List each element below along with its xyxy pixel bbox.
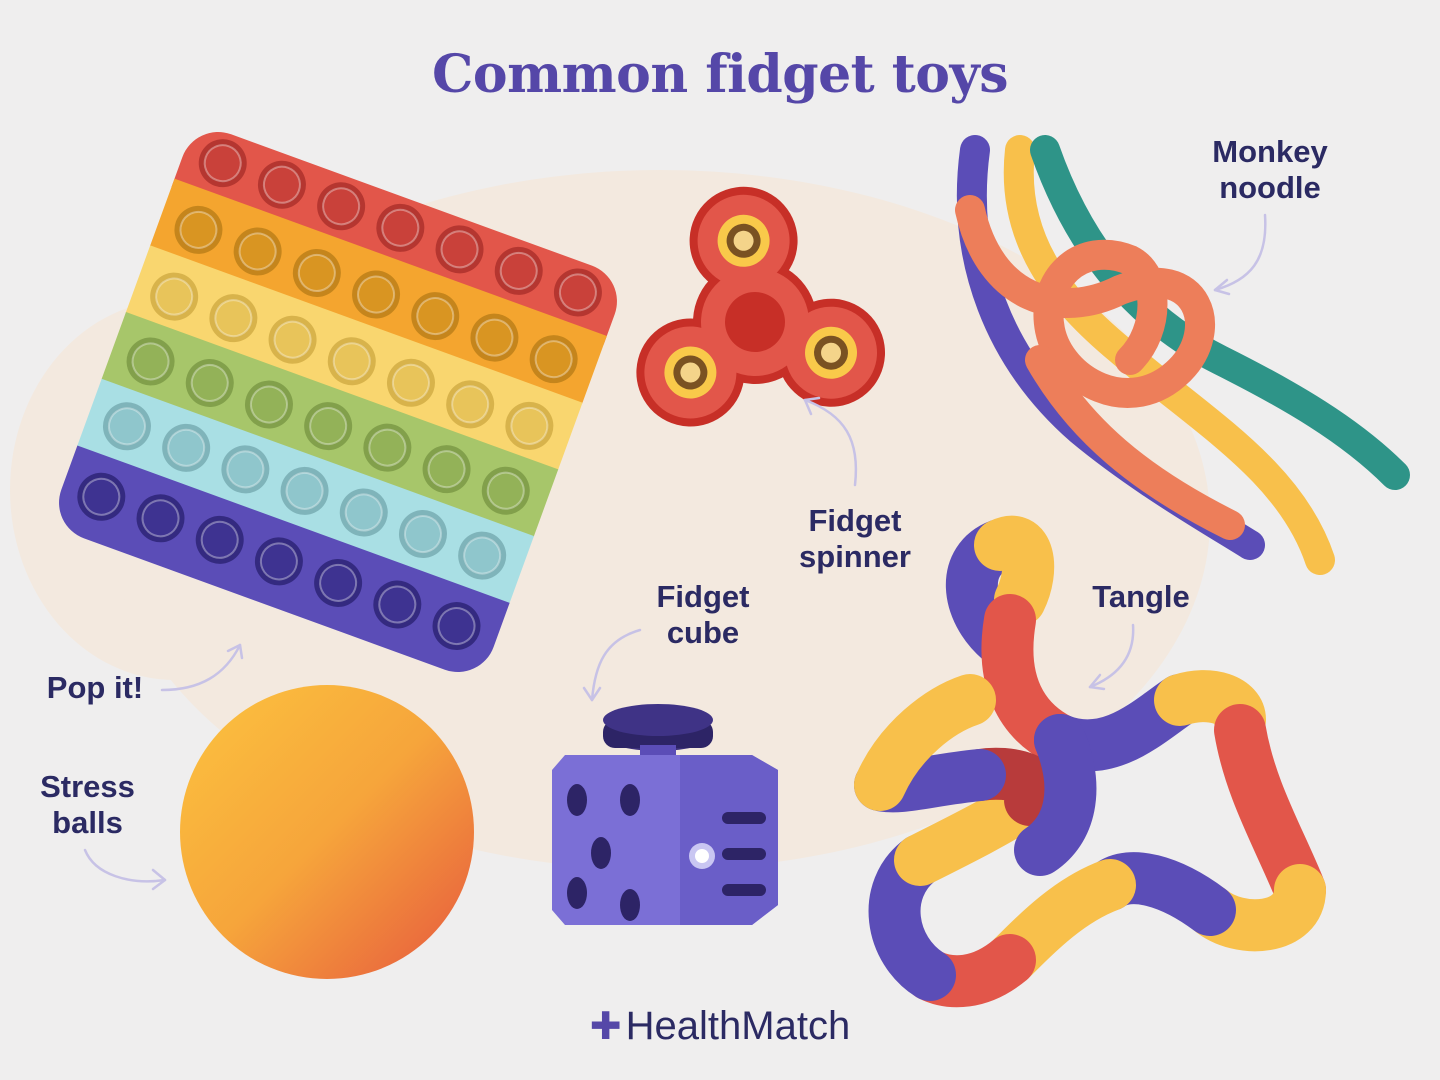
pop-bubble-inner [344, 493, 383, 532]
pop-bubble-inner [486, 471, 525, 510]
pop-bubble-inner [463, 536, 502, 575]
pop-bubble-inner [200, 520, 239, 559]
pop-bubble-inner [285, 471, 324, 510]
spinner-bearings [664, 214, 858, 399]
pop-bubble-inner [558, 273, 597, 312]
brand-cross-icon: ✚ [589, 1006, 622, 1048]
pop-bubble-inner [297, 253, 336, 292]
pop-bubble-inner [440, 230, 479, 269]
label-line: Fidget [808, 503, 902, 538]
pop-bubble-inner [309, 407, 348, 446]
brand-name: HealthMatch [625, 1004, 851, 1048]
pop-bubble-inner [368, 428, 407, 467]
label-pop-it: Pop it! [46, 670, 144, 705]
pop-bubble-inner [262, 165, 301, 204]
fidget-cube-toy [552, 704, 778, 925]
label-arrows [83, 213, 1267, 891]
cube-switches [722, 812, 766, 896]
pop-bubble-inner [475, 318, 514, 357]
pop-bubble-inner [451, 385, 490, 424]
pop-bubble-inner [141, 499, 180, 538]
pop-bubble-inner [534, 340, 573, 379]
label-line: spinner [799, 539, 911, 574]
pop-bubble-inner [155, 277, 194, 316]
pop-bubble-inner [226, 450, 265, 489]
pop-bubble-inner [167, 428, 206, 467]
pop-bubble-inner [510, 406, 549, 445]
pop-bubble-inner [416, 297, 455, 336]
label-line: noodle [1219, 170, 1321, 205]
label-monkey-noodle: Monkey noodle [1195, 134, 1345, 206]
pop-bubble-inner [381, 208, 420, 247]
fidget-spinner-toy [636, 186, 886, 427]
label-fidget-spinner: Fidget spinner [780, 503, 930, 575]
pop-bubble-inner [190, 363, 229, 402]
cube-dots [567, 784, 640, 921]
monkey-noodle-toy [955, 135, 1410, 575]
label-stress-balls: Stress balls [20, 769, 155, 841]
pop-bubble-inner [179, 210, 218, 249]
pop-bubble-inner [391, 363, 430, 402]
pop-bubble-inner [437, 607, 476, 646]
pop-bubble-inner [357, 275, 396, 314]
stress-ball-toy [180, 685, 474, 979]
pop-bubble-inner [131, 342, 170, 381]
label-line: Stress [40, 769, 135, 804]
pop-it-toy [48, 121, 628, 683]
pop-bubble-inner [322, 187, 361, 226]
page-title: Common fidget toys [432, 44, 1008, 105]
tangle-toy [854, 515, 1326, 1008]
label-tangle: Tangle [1092, 579, 1190, 614]
label-line: balls [52, 805, 123, 840]
pop-bubble-inner [332, 342, 371, 381]
label-fidget-cube: Fidget cube [628, 579, 778, 651]
pop-bubble-inner [499, 251, 538, 290]
pop-it-bubbles [77, 139, 602, 651]
pop-bubble-inner [82, 477, 121, 516]
label-line: cube [666, 615, 740, 650]
brand-logo: ✚HealthMatch [0, 1004, 1440, 1049]
pop-bubble-inner [273, 320, 312, 359]
pop-bubble-inner [427, 450, 466, 489]
label-line: Monkey [1212, 134, 1328, 169]
pop-bubble-inner [319, 563, 358, 602]
pop-bubble-inner [249, 385, 288, 424]
pop-bubble-inner [214, 299, 253, 338]
pop-bubble-inner [403, 515, 442, 554]
pop-bubble-inner [378, 585, 417, 624]
pop-bubble-inner [203, 144, 242, 183]
pop-bubble-inner [238, 232, 277, 271]
label-line: Fidget [656, 579, 750, 614]
pop-bubble-inner [107, 407, 146, 446]
pop-bubble-inner [259, 542, 298, 581]
